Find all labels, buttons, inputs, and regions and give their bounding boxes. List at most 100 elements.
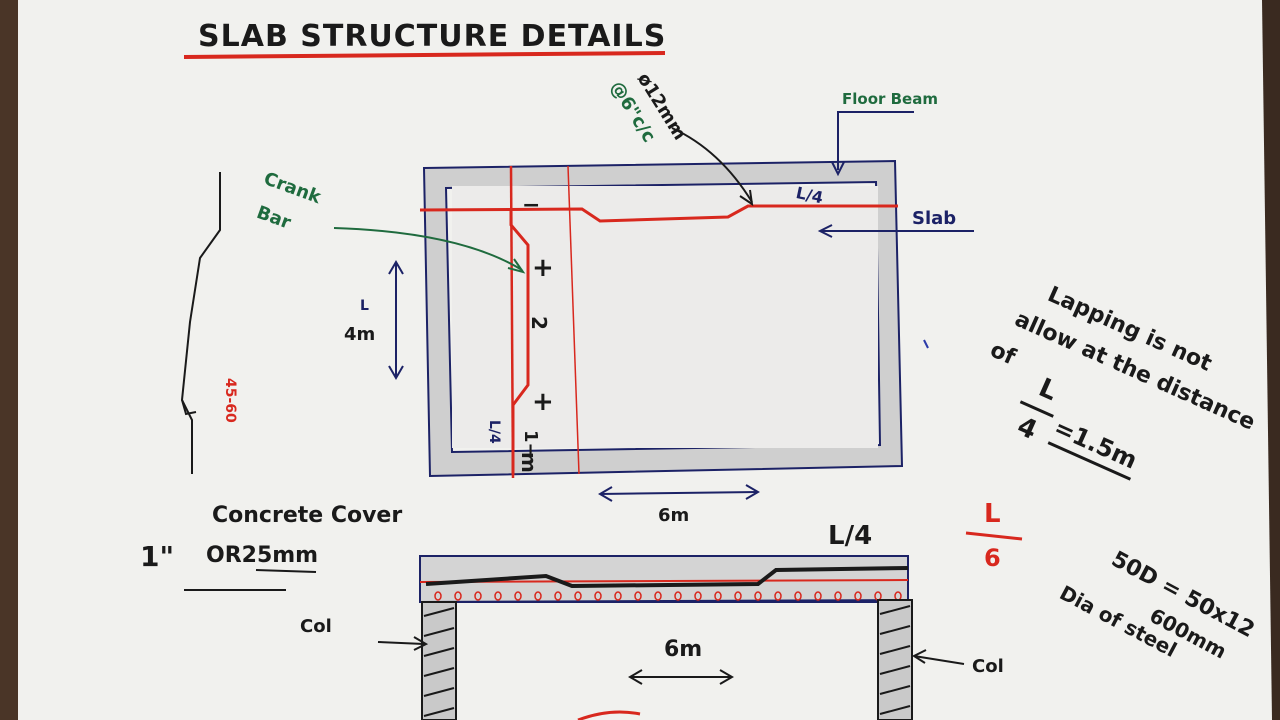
hatch-line: [423, 627, 455, 637]
hatch-line: [879, 645, 911, 655]
column-right-hatch: [879, 605, 911, 715]
lap-note-result-underline: [1047, 441, 1132, 481]
bar-spec-arrowhead: [739, 189, 754, 207]
hatch-line: [423, 707, 455, 717]
dist-bar: [634, 591, 642, 601]
dist-bar: [794, 591, 802, 601]
hatch-line: [879, 605, 911, 615]
hatch-line: [423, 647, 455, 657]
dist-bar: [654, 591, 662, 601]
dist-bar: [554, 591, 562, 601]
cover-underline-2: [255, 569, 317, 573]
page-title: SLAB STRUCTURE DETAILS: [198, 19, 666, 54]
column-left: [421, 601, 457, 720]
fraction-6: 6: [984, 544, 1001, 572]
hatch-line: [423, 667, 455, 677]
dist-bar: [454, 591, 462, 601]
hatch-line: [879, 625, 911, 635]
dist-bar: [474, 591, 482, 601]
col-right-arrow: [913, 655, 965, 665]
beam-frame: [422, 159, 904, 478]
hatch-line: [879, 685, 911, 695]
dim-6m-section-label: 6m: [664, 637, 702, 662]
fraction-L: L: [984, 499, 1001, 529]
col-left-arrow: [377, 641, 425, 645]
fraction-bar: [965, 531, 1023, 541]
dim-4m-arrow-bottom: [388, 365, 404, 380]
dim-6m-section-arrow-left: [628, 669, 643, 685]
crank-bar-arrow: [333, 227, 523, 271]
hatch-line: [879, 665, 911, 675]
plus-sign-1: +: [532, 253, 554, 283]
col-left-label: Col: [300, 616, 332, 637]
floor-beam-arrowhead: [831, 161, 845, 177]
rebar-strip-right: [567, 165, 580, 475]
dist-bar: [834, 591, 842, 601]
pen-mark: [923, 339, 929, 349]
hatch-line: [423, 687, 455, 697]
l4-left-label: L/4: [486, 420, 502, 444]
bottom-red-stroke: [577, 710, 641, 720]
distribution-bars: [434, 591, 902, 601]
l4-section-label: L/4: [828, 521, 872, 551]
side-crank-sketch: [180, 172, 221, 474]
dim-6m-plan-label: 6m: [658, 505, 689, 526]
floor-beam-arrow: [837, 111, 914, 170]
sign-bottom: 1−: [520, 430, 541, 458]
title-underline: [183, 51, 666, 59]
dim-6m-plan-arrow-right: [745, 484, 760, 500]
dist-bar: [814, 591, 822, 601]
dim-6m-plan-arrow-left: [598, 486, 613, 502]
dist-bar: [694, 591, 702, 601]
crank-bar-arrowhead: [507, 258, 526, 274]
column-left-hatch: [423, 607, 455, 717]
concrete-cover-label: Concrete Cover: [212, 503, 402, 528]
dim-6m-plan-line: [599, 491, 759, 495]
section-crank-bar: [425, 566, 909, 589]
dist-bar: [534, 591, 542, 601]
dist-bar: [574, 591, 582, 601]
col-right-label: Col: [972, 656, 1004, 677]
bar-spec-arrow: [671, 127, 753, 203]
dist-bar: [434, 591, 442, 601]
dim-6m-section-arrow-right: [719, 669, 734, 685]
dim-l-small: L: [360, 298, 369, 314]
slab-label: Slab: [912, 208, 956, 229]
section-view: L/4 6m: [419, 521, 913, 720]
col-left-arrowhead: [413, 636, 429, 651]
dist-bar: [514, 591, 522, 601]
dist-bar: [614, 591, 622, 601]
sign-m: m: [517, 452, 541, 473]
column-right: [877, 599, 913, 720]
hatch-line: [879, 705, 911, 715]
crank-bar-horizontal: [419, 204, 898, 223]
col-right-arrowhead: [911, 649, 927, 664]
dist-bar: [734, 591, 742, 601]
minus-sign-top: −: [522, 193, 540, 218]
section-bottom-bar: [419, 599, 909, 603]
dim-4m-label: 4m: [344, 324, 375, 345]
side-crank-hook: [181, 399, 197, 416]
dist-bar: [714, 591, 722, 601]
dist-bar: [594, 591, 602, 601]
sign-2: 2: [527, 316, 551, 330]
crank-bar-vertical: [509, 210, 530, 475]
lap-note-fraction-bar: [1019, 400, 1054, 418]
plus-sign-2: +: [532, 387, 554, 417]
floor-beam-label: Floor Beam: [842, 90, 938, 108]
dist-bar: [754, 591, 762, 601]
dist-bar: [774, 591, 782, 601]
wood-left: [0, 0, 18, 720]
dist-bar: [854, 591, 862, 601]
section-top-cover-line: [419, 579, 909, 583]
slab-panel: [452, 186, 878, 448]
plan-view: − + 2 + 1− m L/4 L/4: [419, 159, 904, 479]
hatch-line: [423, 607, 455, 617]
slab-arrowhead: [817, 224, 833, 238]
cover-value-mm: OR25mm: [206, 543, 318, 568]
cover-value-inch: 1": [140, 540, 174, 573]
dim-4m-arrow-top: [388, 260, 404, 275]
side-value-label: 45-60: [222, 378, 238, 423]
dist-bar: [674, 591, 682, 601]
